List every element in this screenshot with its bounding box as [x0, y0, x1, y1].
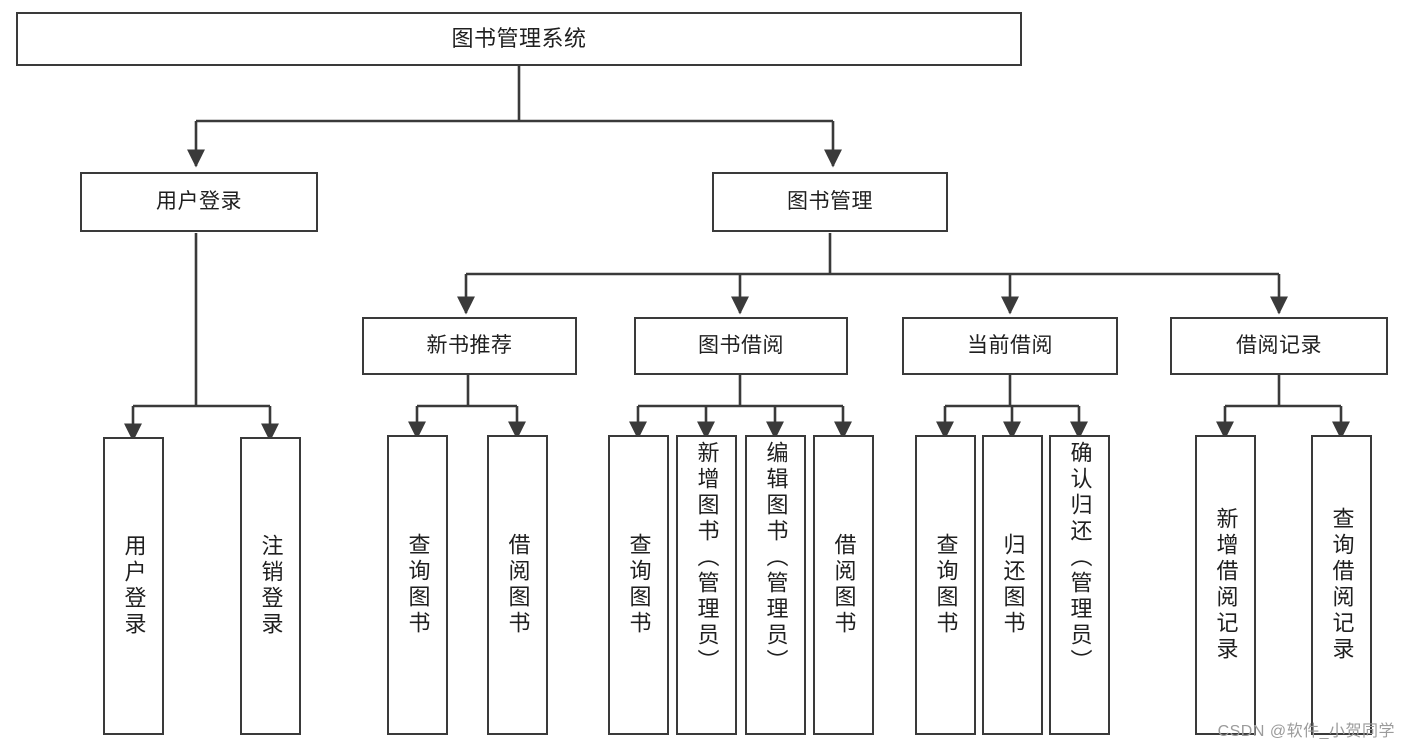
node-label: 归还图书	[1000, 533, 1026, 637]
node-label: 新增图书（管理员）	[694, 441, 720, 675]
node-user-login[interactable]: 用户登录	[80, 172, 318, 232]
node-book-borrow[interactable]: 图书借阅	[634, 317, 848, 375]
node-book-manage[interactable]: 图书管理	[712, 172, 948, 232]
node-label: 用户登录	[156, 189, 242, 213]
node-label: 用户登录	[121, 534, 147, 638]
leaf-query-book-2[interactable]: 查询图书	[608, 435, 669, 735]
leaf-query-record[interactable]: 查询借阅记录	[1311, 435, 1372, 735]
leaf-return-book[interactable]: 归还图书	[982, 435, 1043, 735]
leaf-edit-book[interactable]: 编辑图书（管理员）	[745, 435, 806, 735]
node-label: 借阅记录	[1236, 333, 1322, 357]
node-new-book-rec[interactable]: 新书推荐	[362, 317, 577, 375]
node-label: 查询借阅记录	[1329, 507, 1355, 663]
leaf-query-book-1[interactable]: 查询图书	[387, 435, 448, 735]
node-label: 新增借阅记录	[1213, 507, 1239, 663]
leaf-logout[interactable]: 注销登录	[240, 437, 301, 735]
node-label: 图书借阅	[698, 333, 784, 357]
node-label: 当前借阅	[967, 333, 1053, 357]
leaf-query-book-3[interactable]: 查询图书	[915, 435, 976, 735]
node-current-borrow[interactable]: 当前借阅	[902, 317, 1118, 375]
node-label: 注销登录	[258, 534, 284, 638]
leaf-confirm-return[interactable]: 确认归还（管理员）	[1049, 435, 1110, 735]
node-label: 新书推荐	[426, 333, 513, 357]
node-label: 图书管理系统	[451, 26, 587, 52]
node-label: 查询图书	[626, 533, 652, 637]
node-label: 借阅图书	[505, 533, 531, 637]
node-label: 查询图书	[405, 533, 431, 637]
node-label: 编辑图书（管理员）	[763, 441, 789, 675]
node-label: 确认归还（管理员）	[1067, 441, 1093, 675]
leaf-add-book[interactable]: 新增图书（管理员）	[676, 435, 737, 735]
node-label: 查询图书	[933, 533, 959, 637]
leaf-borrow-book-2[interactable]: 借阅图书	[813, 435, 874, 735]
leaf-borrow-book-1[interactable]: 借阅图书	[487, 435, 548, 735]
node-borrow-record[interactable]: 借阅记录	[1170, 317, 1388, 375]
leaf-add-record[interactable]: 新增借阅记录	[1195, 435, 1256, 735]
node-root-system[interactable]: 图书管理系统	[16, 12, 1022, 66]
node-label: 借阅图书	[831, 533, 857, 637]
node-label: 图书管理	[787, 189, 873, 213]
leaf-user-login[interactable]: 用户登录	[103, 437, 164, 735]
